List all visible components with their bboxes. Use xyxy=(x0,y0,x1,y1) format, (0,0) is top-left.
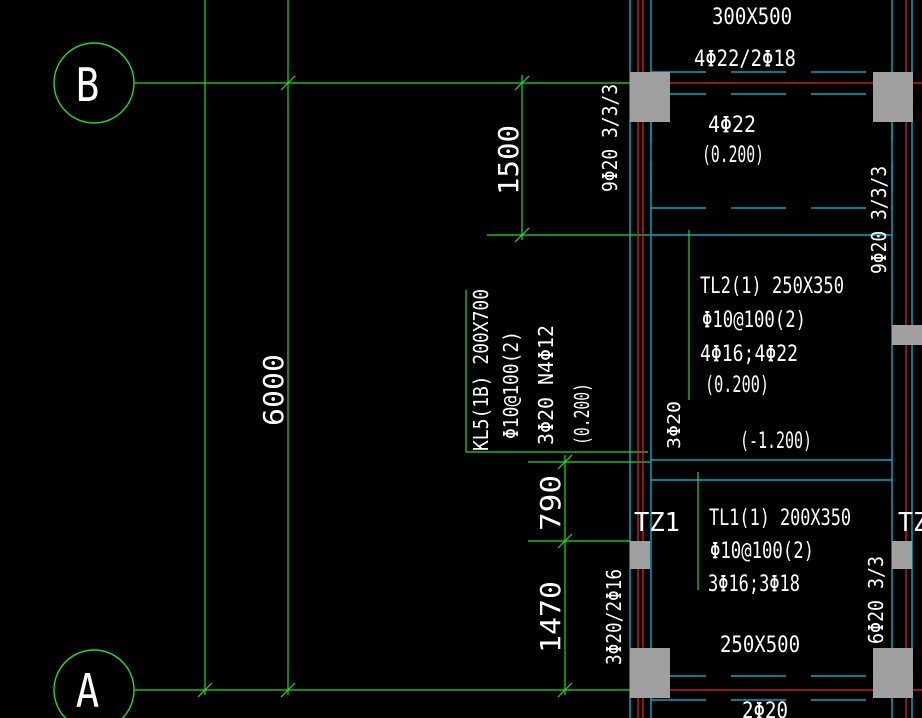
tl1-left-support: 3Φ20/2Φ16 xyxy=(602,569,626,665)
column-mid-right xyxy=(892,325,922,345)
column-tz1 xyxy=(630,541,650,569)
tl1-annotation: TZ1 TZ TL1(1) 200X350 Φ10@100(2) 3Φ16;3Φ… xyxy=(602,506,922,718)
tl2-stirrup: Φ10@100(2) xyxy=(702,308,806,333)
kl5-stirrup: Φ10@100(2) xyxy=(499,331,523,439)
column-top-left xyxy=(630,72,670,122)
axis-b-label: B xyxy=(76,59,100,113)
kl5-rebar: 3Φ20 N4Φ12 xyxy=(534,325,558,445)
tl2-name: TL2(1) 250X350 xyxy=(700,274,844,299)
column-tz-label: TZ xyxy=(898,508,922,538)
top-beam-right-support: 9Φ20 3/3/3 xyxy=(867,166,891,274)
top-beam-annotation: 300X500 4Φ22/2Φ18 4Φ22 (0.200) 9Φ20 3/3/… xyxy=(598,5,891,274)
top-beam-elevation: (0.200) xyxy=(702,143,764,168)
tl1-stirrup: Φ10@100(2) xyxy=(710,539,814,564)
grid-axis-a: A xyxy=(53,649,135,718)
kl5-annotation: KL5(1B) 200X700 Φ10@100(2) 3Φ20 N4Φ12 (0… xyxy=(469,289,594,451)
tl2-level: (-1.200) xyxy=(740,429,812,454)
dimension-790: 790 xyxy=(534,475,567,531)
grid-axis-b: B xyxy=(53,42,135,124)
tl1-right-support: 6Φ20 3/3 xyxy=(864,556,888,644)
kl5-elevation: (0.200) xyxy=(570,383,594,445)
dimension-lines xyxy=(134,0,699,698)
top-beam-size: 300X500 xyxy=(712,5,792,30)
kl5-name: KL5(1B) 200X700 xyxy=(469,289,493,451)
top-beam-rebar-top: 4Φ22/2Φ18 xyxy=(694,47,796,72)
tl1-bottom-size: 250X500 xyxy=(720,633,800,658)
tl2-side-rebar: 3Φ20 xyxy=(664,401,685,449)
column-top-right xyxy=(873,72,913,122)
top-beam-rebar-bottom: 4Φ22 xyxy=(708,113,756,138)
top-beam-left-support: 9Φ20 3/3/3 xyxy=(598,84,622,192)
column-tz1-label: TZ1 xyxy=(634,508,680,538)
column-bottom-left xyxy=(630,648,670,698)
axis-a-label: A xyxy=(76,665,100,718)
dimension-1500: 1500 xyxy=(492,125,525,195)
tl1-bottom-rebar: 2Φ20 xyxy=(742,699,788,718)
tl2-annotation: TL2(1) 250X350 Φ10@100(2) 4Φ16;4Φ22 (0.2… xyxy=(664,274,844,454)
column-tz-right xyxy=(892,541,912,569)
dimension-texts: 6000 1500 790 1470 xyxy=(257,125,567,653)
column-bottom-right xyxy=(873,648,913,698)
dimension-6000: 6000 xyxy=(257,354,290,426)
columns xyxy=(630,72,922,698)
tl2-rebar: 4Φ16;4Φ22 xyxy=(700,342,798,367)
tl2-elevation: (0.200) xyxy=(705,373,769,398)
tl1-rebar: 3Φ16;3Φ18 xyxy=(708,572,800,597)
dimension-1470: 1470 xyxy=(534,581,567,653)
tl1-name: TL1(1) 200X350 xyxy=(709,506,851,531)
